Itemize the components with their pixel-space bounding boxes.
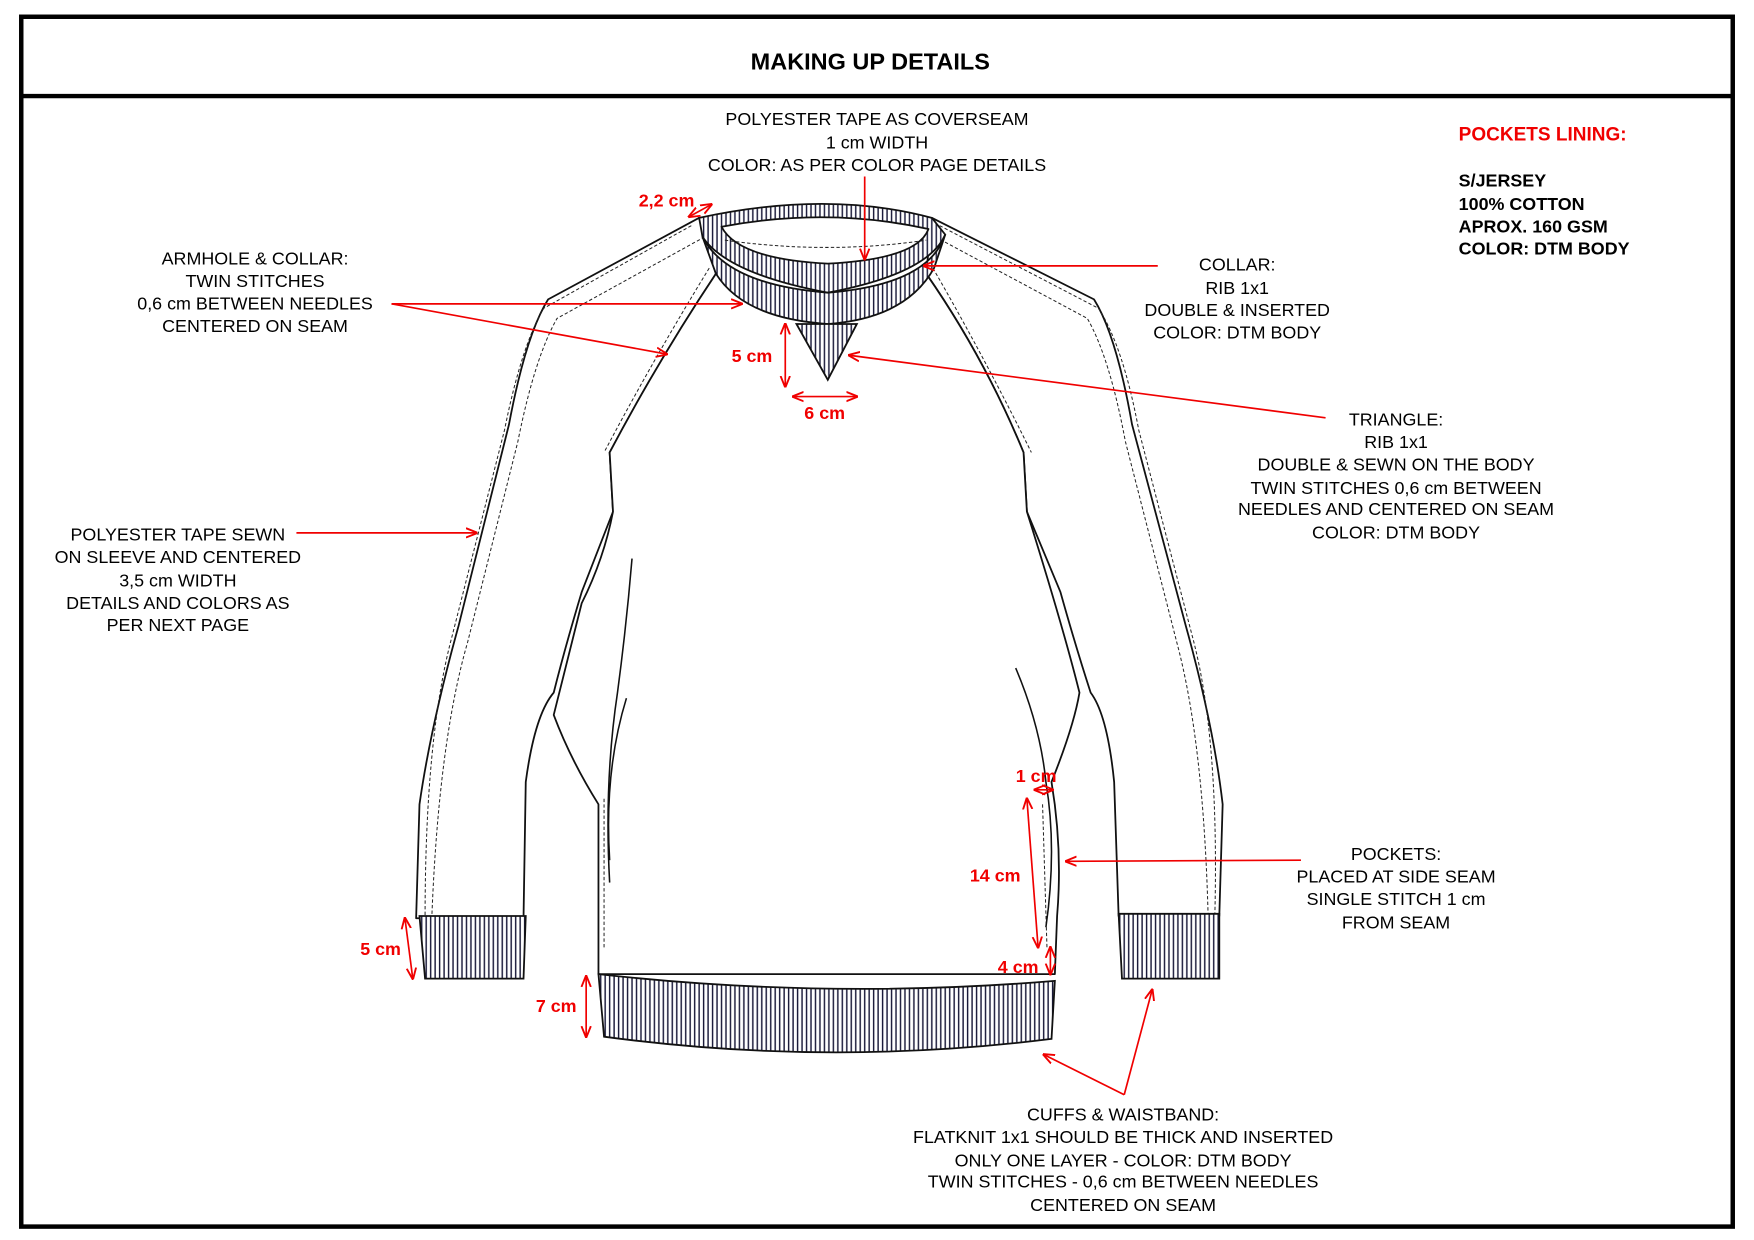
lining-line: 100% COTTON (1459, 194, 1585, 214)
callout-line: FROM SEAM (1342, 912, 1450, 932)
callout-line: CUFFS & WAISTBAND: (1027, 1104, 1219, 1124)
measure-pocket-length: 14 cm (970, 865, 1021, 885)
callout-armhole-collar: ARMHOLE & COLLAR: TWIN STITCHES 0,6 cm B… (137, 249, 373, 336)
callout-line: DETAILS AND COLORS AS (66, 593, 289, 613)
page-title: MAKING UP DETAILS (751, 48, 990, 74)
callout-line: PER NEXT PAGE (107, 615, 250, 635)
callout-line: 1 cm WIDTH (826, 133, 928, 153)
annotation-lines (296, 176, 1326, 1096)
callout-line: FLATKNIT 1x1 SHOULD BE THICK AND INSERTE… (913, 1127, 1333, 1147)
callout-line: POCKETS: (1351, 844, 1441, 864)
callout-line: CENTERED ON SEAM (1030, 1195, 1216, 1215)
measure-pocket-seam: 1 cm (1016, 766, 1057, 786)
callout-coverseam: POLYESTER TAPE AS COVERSEAM 1 cm WIDTH C… (708, 109, 1046, 175)
callout-line: 3,5 cm WIDTH (119, 570, 236, 590)
measure-collar-width: 2,2 cm (639, 191, 695, 211)
callout-line: COLOR: AS PER COLOR PAGE DETAILS (708, 155, 1046, 175)
sweatshirt-flat-sketch (415, 202, 1224, 1054)
lining-line: COLOR: DTM BODY (1459, 239, 1630, 259)
callout-line: POLYESTER TAPE SEWN (71, 525, 286, 545)
callout-line: TRIANGLE: (1349, 410, 1443, 430)
callout-line: TWIN STITCHES (185, 271, 324, 291)
lining-line: S/JERSEY (1459, 171, 1547, 191)
measurement-labels: 2,2 cm 5 cm 6 cm 1 cm 14 cm 4 cm 5 cm 7 … (360, 191, 1056, 1016)
callout-line: TWIN STITCHES - 0,6 cm BETWEEN NEEDLES (928, 1172, 1319, 1192)
measure-cuff-height: 5 cm (360, 939, 401, 959)
callout-line: CENTERED ON SEAM (162, 316, 348, 336)
callout-line: COLLAR: (1199, 254, 1276, 274)
callout-line: POLYESTER TAPE AS COVERSEAM (725, 109, 1028, 129)
callout-line: COLOR: DTM BODY (1312, 522, 1480, 542)
callout-cuffs-waistband: CUFFS & WAISTBAND: FLATKNIT 1x1 SHOULD B… (913, 1104, 1333, 1214)
callout-line: ONLY ONE LAYER - COLOR: DTM BODY (955, 1150, 1292, 1170)
measure-triangle-height: 5 cm (732, 346, 773, 366)
callout-line: ON SLEEVE AND CENTERED (55, 547, 302, 567)
callout-line: ARMHOLE & COLLAR: (162, 249, 349, 269)
callout-line: COLOR: DTM BODY (1153, 322, 1321, 342)
callout-line: PLACED AT SIDE SEAM (1296, 867, 1495, 887)
callout-line: SINGLE STITCH 1 cm (1307, 889, 1486, 909)
callout-pockets: POCKETS: PLACED AT SIDE SEAM SINGLE STIT… (1296, 844, 1495, 932)
callout-line: RIB 1x1 (1364, 432, 1428, 452)
measure-pocket-bottom: 4 cm (998, 957, 1039, 977)
callout-line: DOUBLE & SEWN ON THE BODY (1258, 454, 1535, 474)
measure-waistband-height: 7 cm (536, 996, 577, 1016)
callout-collar: COLLAR: RIB 1x1 DOUBLE & INSERTED COLOR:… (1144, 254, 1330, 342)
callout-line: DOUBLE & INSERTED (1144, 300, 1330, 320)
callout-sleeve-tape: POLYESTER TAPE SEWN ON SLEEVE AND CENTER… (55, 525, 302, 635)
callout-line: NEEDLES AND CENTERED ON SEAM (1238, 499, 1554, 519)
pockets-lining-block: POCKETS LINING: S/JERSEY 100% COTTON APR… (1459, 125, 1630, 259)
callout-line: 0,6 cm BETWEEN NEEDLES (137, 293, 373, 313)
pockets-lining-heading: POCKETS LINING: (1459, 125, 1627, 146)
callout-triangle: TRIANGLE: RIB 1x1 DOUBLE & SEWN ON THE B… (1238, 410, 1554, 543)
callout-line: TWIN STITCHES 0,6 cm BETWEEN (1250, 478, 1541, 498)
lining-line: APROX. 160 GSM (1459, 216, 1608, 236)
measure-triangle-width: 6 cm (804, 403, 845, 423)
callout-line: RIB 1x1 (1205, 278, 1269, 298)
